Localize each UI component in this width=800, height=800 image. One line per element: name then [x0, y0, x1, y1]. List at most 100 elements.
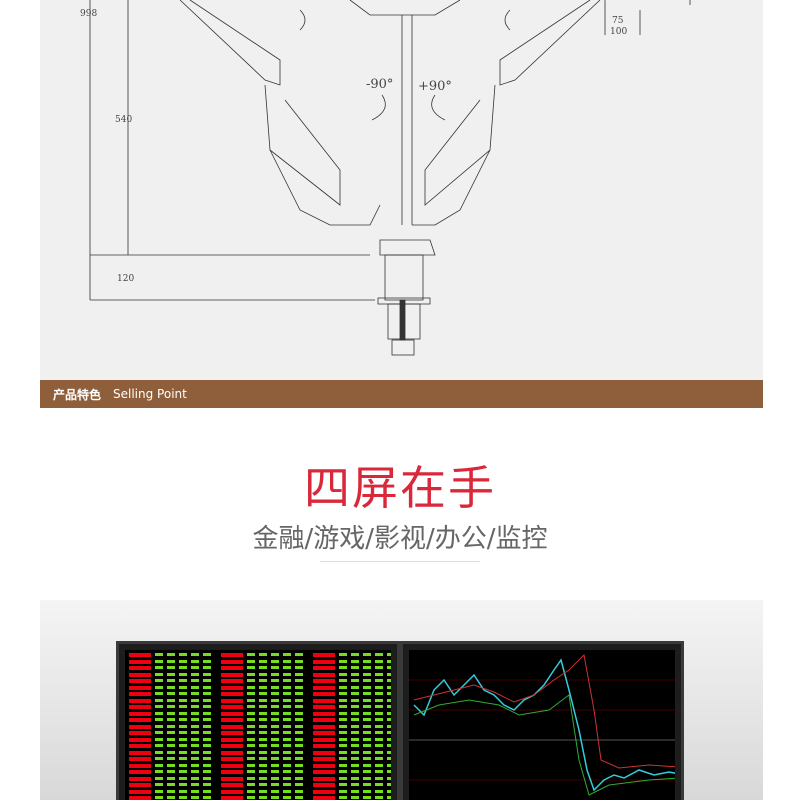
table-cell-graphic: [155, 770, 211, 773]
table-cell-graphic: [129, 659, 151, 664]
table-cell-graphic: [313, 744, 335, 748]
table-cell-graphic: [339, 731, 391, 734]
table-cell-graphic: [129, 724, 151, 729]
table-cell-graphic: [339, 659, 391, 663]
table-cell-graphic: [247, 685, 303, 689]
table-cell-graphic: [129, 750, 151, 755]
table-cell-graphic: [339, 776, 391, 780]
table-cell-graphic: [339, 770, 391, 773]
table-cell-graphic: [155, 744, 211, 747]
table-cell-graphic: [247, 692, 303, 695]
table-cell-graphic: [221, 705, 243, 709]
table-cell-graphic: [221, 718, 243, 722]
table-cell-graphic: [155, 731, 211, 734]
table-cell-graphic: [221, 666, 243, 670]
table-cell-graphic: [339, 783, 391, 786]
divider: [320, 561, 480, 562]
table-cell-graphic: [221, 659, 243, 664]
table-cell-graphic: [155, 724, 211, 728]
table-cell-graphic: [221, 653, 243, 657]
table-cell-graphic: [129, 705, 151, 709]
table-cell-graphic: [313, 776, 335, 781]
table-cell-graphic: [155, 692, 211, 695]
monitor-right: [400, 641, 684, 800]
table-cell-graphic: [221, 672, 243, 677]
table-cell-graphic: [247, 679, 303, 682]
table-cell-graphic: [313, 757, 335, 761]
table-cell-graphic: [339, 692, 391, 695]
table-cell-graphic: [129, 744, 151, 748]
table-cell-graphic: [313, 672, 335, 677]
table-cell-graphic: [247, 763, 303, 767]
table-cell-graphic: [155, 750, 211, 754]
section-header-bar: 产品特色 Selling Point: [40, 380, 763, 408]
section-title-cn: 产品特色: [53, 387, 102, 402]
table-cell-graphic: [155, 796, 211, 799]
stock-table-screen: [125, 650, 391, 800]
table-cell-graphic: [221, 731, 243, 735]
table-cell-graphic: [129, 757, 151, 761]
table-cell-graphic: [313, 731, 335, 735]
dim-998: 998: [80, 9, 97, 19]
table-cell-graphic: [155, 783, 211, 786]
dim-100: 100: [610, 27, 627, 37]
table-cell-graphic: [339, 763, 391, 767]
table-cell-graphic: [339, 750, 391, 754]
table-cell-graphic: [129, 653, 151, 657]
table-cell-graphic: [313, 659, 335, 664]
candlestick-chart-graphic: [409, 653, 675, 796]
table-cell-graphic: [129, 789, 151, 794]
rotation-plus-90: +90°: [418, 79, 452, 94]
table-cell-graphic: [155, 705, 211, 708]
table-cell-graphic: [247, 711, 303, 715]
table-cell-graphic: [313, 653, 335, 657]
table-cell-graphic: [221, 698, 243, 703]
table-cell-graphic: [339, 666, 391, 669]
table-cell-graphic: [155, 672, 211, 676]
table-cell-graphic: [247, 744, 303, 747]
table-cell-graphic: [339, 718, 391, 721]
table-cell-graphic: [313, 666, 335, 670]
table-cell-graphic: [221, 750, 243, 755]
table-cell-graphic: [313, 685, 335, 690]
table-cell-graphic: [247, 757, 303, 760]
table-cell-graphic: [313, 750, 335, 755]
table-cell-graphic: [155, 737, 211, 741]
table-cell-graphic: [155, 685, 211, 689]
table-cell-graphic: [339, 685, 391, 689]
table-cell-graphic: [313, 770, 335, 774]
table-cell-graphic: [247, 750, 303, 754]
table-cell-graphic: [313, 724, 335, 729]
table-cell-graphic: [129, 666, 151, 670]
table-cell-graphic: [313, 737, 335, 742]
table-cell-graphic: [221, 770, 243, 774]
table-cell-graphic: [339, 711, 391, 715]
table-cell-graphic: [221, 737, 243, 742]
table-cell-graphic: [129, 783, 151, 787]
table-cell-graphic: [221, 763, 243, 768]
table-cell-graphic: [129, 685, 151, 690]
table-cell-graphic: [221, 724, 243, 729]
table-cell-graphic: [129, 718, 151, 722]
table-cell-graphic: [247, 666, 303, 669]
table-cell-graphic: [339, 796, 391, 799]
table-cell-graphic: [221, 757, 243, 761]
table-cell-graphic: [339, 724, 391, 728]
table-cell-graphic: [129, 763, 151, 768]
table-cell-graphic: [313, 718, 335, 722]
table-cell-graphic: [221, 796, 243, 800]
table-cell-graphic: [155, 666, 211, 669]
table-cell-graphic: [313, 692, 335, 696]
table-cell-graphic: [313, 783, 335, 787]
table-cell-graphic: [247, 705, 303, 708]
table-cell-graphic: [313, 705, 335, 709]
table-cell-graphic: [313, 789, 335, 794]
table-cell-graphic: [155, 653, 211, 656]
monitor-left: [116, 641, 400, 800]
headline-title: 四屏在手: [304, 461, 496, 515]
table-cell-graphic: [339, 789, 391, 793]
rotation-minus-90: -90°: [366, 77, 393, 92]
table-cell-graphic: [155, 763, 211, 767]
table-cell-graphic: [129, 692, 151, 696]
table-cell-graphic: [313, 711, 335, 716]
